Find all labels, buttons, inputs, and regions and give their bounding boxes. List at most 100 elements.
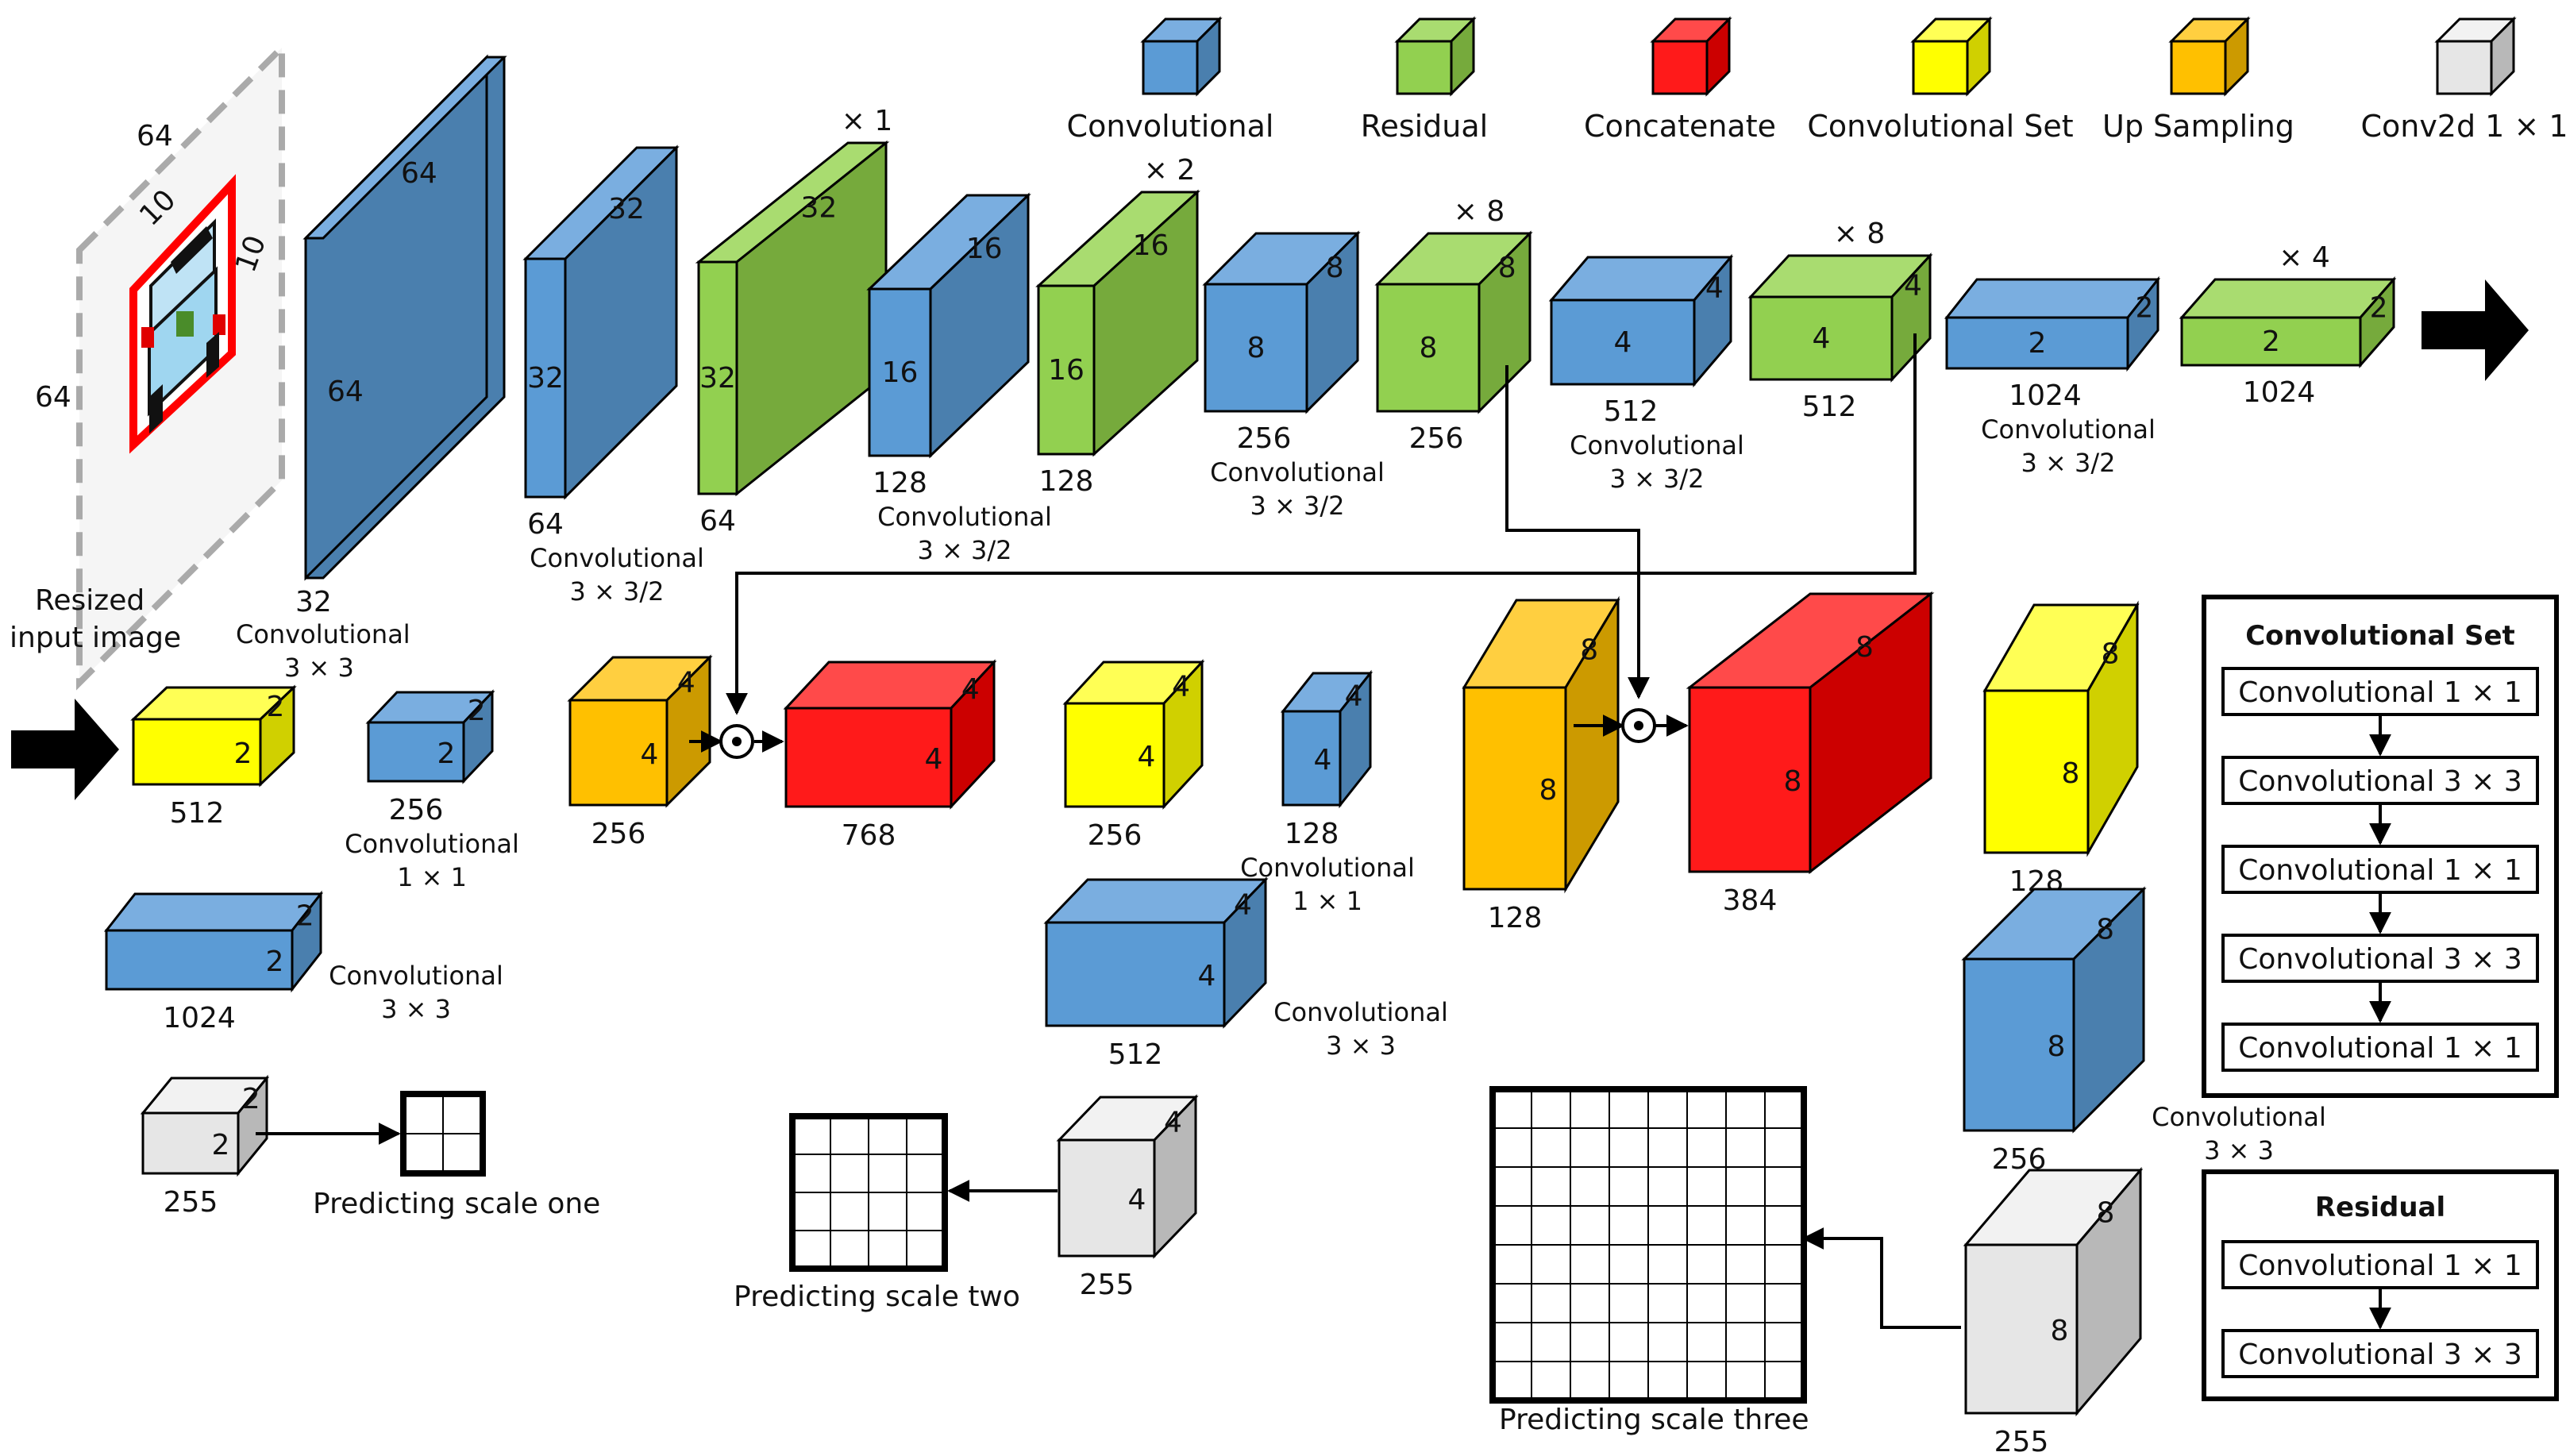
- legend-swatch-2-front-face: [1651, 40, 1709, 95]
- concat-join-dot-1: [732, 737, 742, 746]
- residual-items-item-frame-1: [2221, 1329, 2539, 1378]
- car-light-left: [141, 327, 154, 348]
- layer-h4-channels: 255: [164, 1186, 218, 1219]
- layer-h2-front-face: [367, 721, 465, 783]
- layer-b1-desc: Convolutional: [236, 619, 410, 649]
- legend-swatch-5-front-face: [2436, 40, 2493, 95]
- layer-h5-front-face: [568, 699, 668, 807]
- residual-items-item-1: Convolutional 3 × 3: [2221, 1329, 2539, 1378]
- convset-items-item-label-4: Convolutional 1 × 1: [2238, 1032, 2522, 1065]
- layer-h3-desc: Convolutional: [329, 961, 503, 991]
- layer-h14-front-label: 8: [2048, 1030, 2066, 1063]
- legend-swatch-0-front-face: [1142, 40, 1199, 95]
- layer-b5-channels: 128: [1039, 465, 1094, 498]
- layer-h15: 8 8 255: [1963, 1166, 2144, 1456]
- layer-h15-side-label: 8: [2097, 1197, 2115, 1230]
- layer-b4-kernel: 3 × 3/2: [917, 535, 1011, 565]
- layer-b7-side-label: 8: [1498, 252, 1516, 284]
- layer-b3-front-label: 32: [699, 362, 736, 395]
- car-wheel-left: [149, 384, 163, 433]
- predict-scale-three-label: Predicting scale three: [1499, 1404, 1809, 1436]
- layer-b3-channels: 64: [699, 505, 736, 537]
- layer-h3-channels: 1024: [163, 1002, 236, 1034]
- layer-b8-side-label: 4: [1705, 272, 1724, 304]
- layer-b1-front-label: 64: [327, 376, 364, 408]
- layer-h11-front-face: [1462, 686, 1567, 891]
- residual-items: Convolutional 1 × 1 Convolutional 3 × 3: [2221, 1240, 2539, 1378]
- layer-h13-front-face: [1983, 689, 2090, 854]
- layer-b1-channels: 32: [295, 586, 332, 618]
- layer-h4-side-label: 2: [242, 1083, 260, 1115]
- legend-item-4: Up Sampling: [2102, 16, 2294, 144]
- layer-h1-front-label: 2: [234, 738, 252, 770]
- prediction-grid-scale-two: [789, 1113, 948, 1272]
- conv-set-definition: Convolutional Set Convolutional 1 × 1Con…: [2202, 595, 2559, 1098]
- layer-h14-kernel: 3 × 3: [2204, 1135, 2274, 1165]
- layer-h4-front-face: [141, 1111, 240, 1175]
- residual-items-item-label-0: Convolutional 1 × 1: [2238, 1250, 2522, 1282]
- layer-h8-front-face: [1281, 710, 1342, 807]
- prediction-grid-scale-three: [1489, 1086, 1807, 1404]
- residual-items-item-frame-0: [2221, 1240, 2539, 1289]
- prediction-grids: [400, 1086, 1807, 1404]
- prediction-grid-scale-one: [400, 1091, 486, 1177]
- layer-b10-front-label: 2: [2029, 327, 2047, 360]
- layer-h6-side-label: 4: [961, 673, 980, 706]
- arrow-out3-to-grid3: [1801, 1227, 1961, 1329]
- layer-b10-side-label: 2: [2135, 292, 2153, 325]
- layer-b2-channels: 64: [527, 508, 564, 541]
- layer-h11-side-label: 8: [1580, 634, 1598, 667]
- layer-h2-channels: 256: [389, 794, 444, 826]
- convset-items-item-label-1: Convolutional 3 × 3: [2238, 765, 2522, 798]
- route-scale3-skip: [1505, 365, 1650, 699]
- layer-h3-kernel: 3 × 3: [381, 994, 451, 1024]
- legend-label-5: Conv2d 1 × 1: [2360, 109, 2566, 144]
- layer-b9-channels: 512: [1802, 391, 1857, 423]
- layer-b8-front-face: [1550, 299, 1696, 386]
- layer-h14-side-label: 8: [2096, 913, 2114, 946]
- layer-h8-kernel: 1 × 1: [1293, 886, 1362, 916]
- layer-h1-front-face: [132, 718, 262, 786]
- legend-swatch-4: [2168, 16, 2251, 97]
- layer-h15-front-label: 8: [2051, 1315, 2069, 1347]
- layer-b9-multiplier: × 8: [1834, 218, 1886, 250]
- legend-label-1: Residual: [1361, 109, 1488, 144]
- layer-b7-front-label: 8: [1420, 332, 1438, 364]
- layer-b1-kernel: 3 × 3: [284, 653, 354, 683]
- convset-items-item-4: Convolutional 1 × 1: [2221, 1023, 2539, 1072]
- layer-h1-channels: 512: [170, 797, 225, 830]
- layer-h7-front-face: [1064, 702, 1165, 808]
- layer-h3-top-face: [103, 892, 324, 932]
- layer-b8-desc: Convolutional: [1570, 430, 1744, 460]
- car-roof: [171, 226, 213, 274]
- layer-b1-top: [302, 56, 507, 240]
- layer-h3-front-face: [105, 929, 294, 991]
- layer-b2-kernel: 3 × 3/2: [569, 576, 664, 607]
- layer-b10-front-face: [1945, 316, 2129, 370]
- layer-h10-channels: 255: [1080, 1269, 1135, 1301]
- layer-b11-top-face: [2179, 278, 2397, 319]
- layer-b11-front-face: [2180, 316, 2362, 367]
- layer-h9-side-label: 4: [1234, 889, 1252, 922]
- layer-b6-front-face: [1204, 283, 1308, 413]
- layer-h14-front-face: [1963, 957, 2075, 1132]
- layer-b4-front-face: [868, 287, 932, 457]
- layer-h2-side-label: 2: [468, 695, 486, 727]
- layer-h15-channels: 255: [1994, 1426, 2049, 1456]
- legend-swatch-1: [1394, 16, 1477, 97]
- legend-swatch-4-front-face: [2170, 40, 2227, 95]
